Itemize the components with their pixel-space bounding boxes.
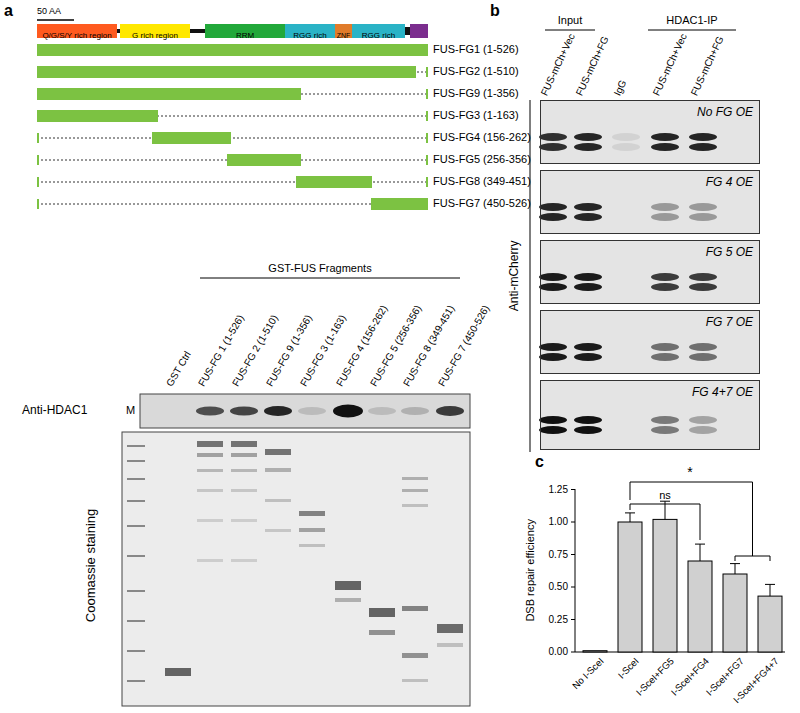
node-text: FG 4 OE bbox=[706, 175, 753, 189]
figure-label: 50 AA bbox=[37, 6, 61, 16]
figure-label: 1.00 bbox=[549, 516, 568, 528]
figure-label: FUS-FG2 (1-510) bbox=[433, 65, 519, 78]
blot-panel: FG 5 OE bbox=[540, 240, 760, 304]
figure-label: DSB repair efficiency bbox=[524, 519, 537, 622]
blot-panel: FG 7 OE bbox=[540, 310, 760, 374]
domain-box: RGG rich bbox=[352, 24, 405, 38]
figure-label: 0.25 bbox=[549, 614, 568, 626]
figure-label: FUS-FG9 (1-356) bbox=[433, 87, 519, 100]
domain-box: G rich region bbox=[120, 24, 190, 38]
figure-label: IgG bbox=[612, 78, 629, 97]
blot-panel: No FG OE bbox=[540, 100, 760, 164]
figure-label: FUS-FG3 (1-163) bbox=[433, 109, 519, 122]
node-text: RGG rich bbox=[293, 29, 326, 43]
figure-label: GST-FUS Fragments bbox=[268, 262, 371, 275]
figure-label: 1.25 bbox=[549, 484, 568, 496]
node-text: ZNF bbox=[337, 29, 351, 43]
figure-label: FUS-FG1 (1-526) bbox=[433, 43, 519, 56]
figure-label: FUS-FG5 (256-356) bbox=[433, 153, 531, 166]
node-text: No FG OE bbox=[697, 105, 753, 119]
figure-label: FUS-mCh+FG bbox=[689, 34, 727, 97]
node-text: FG 7 OE bbox=[706, 315, 753, 329]
blot-panel: FG 4 OE bbox=[540, 170, 760, 234]
panel-letter: a bbox=[4, 2, 13, 20]
figure-label: FUS-mCh+Vec bbox=[539, 31, 578, 97]
figure-label: FUS-mCh+FG bbox=[574, 34, 612, 97]
figure-label: 0.75 bbox=[549, 549, 568, 561]
domain-box: RRM bbox=[205, 24, 285, 38]
domain-box: Q/G/S/Y rich region bbox=[37, 24, 117, 38]
figure-label: * bbox=[687, 464, 692, 480]
domain-box: ZNF bbox=[335, 24, 352, 38]
figure-label: Coomassie staining bbox=[85, 508, 100, 621]
panel-letter: b bbox=[490, 2, 500, 20]
figure-label: HDAC1-IP bbox=[666, 14, 717, 27]
node-text: G rich region bbox=[132, 29, 178, 43]
figure-label: No I-SceI bbox=[571, 656, 607, 692]
figure-label: FUS-mCh+Vec bbox=[651, 31, 690, 97]
figure-label: FUS-FG8 (349-451) bbox=[433, 175, 531, 188]
node-text: RGG rich bbox=[362, 29, 395, 43]
node-text: FG 4+7 OE bbox=[692, 385, 753, 399]
figure-label: Input bbox=[558, 14, 582, 27]
node-text: FG 5 OE bbox=[706, 245, 753, 259]
node-text: RRM bbox=[236, 29, 254, 43]
figure-label: FUS-FG7 (450-526) bbox=[433, 197, 531, 210]
figure-label: Anti-HDAC1 bbox=[22, 404, 87, 418]
figure-label: Anti-mCherry bbox=[508, 241, 522, 312]
figure-label: 0.50 bbox=[549, 581, 568, 593]
figure-label: M bbox=[126, 404, 135, 417]
figure-label: 0.00 bbox=[549, 646, 568, 658]
panel-letter: c bbox=[535, 453, 544, 471]
figure-label: ns bbox=[659, 489, 671, 502]
figure-label: I-SceI bbox=[616, 656, 641, 681]
figure-label: GST Ctrl bbox=[164, 349, 193, 388]
blot-panel: FG 4+7 OE bbox=[540, 380, 760, 450]
figure-label: FUS-FG4 (156-262) bbox=[433, 131, 531, 144]
domain-box: RGG rich bbox=[285, 24, 335, 38]
node-text: Q/G/S/Y rich region bbox=[42, 29, 111, 43]
